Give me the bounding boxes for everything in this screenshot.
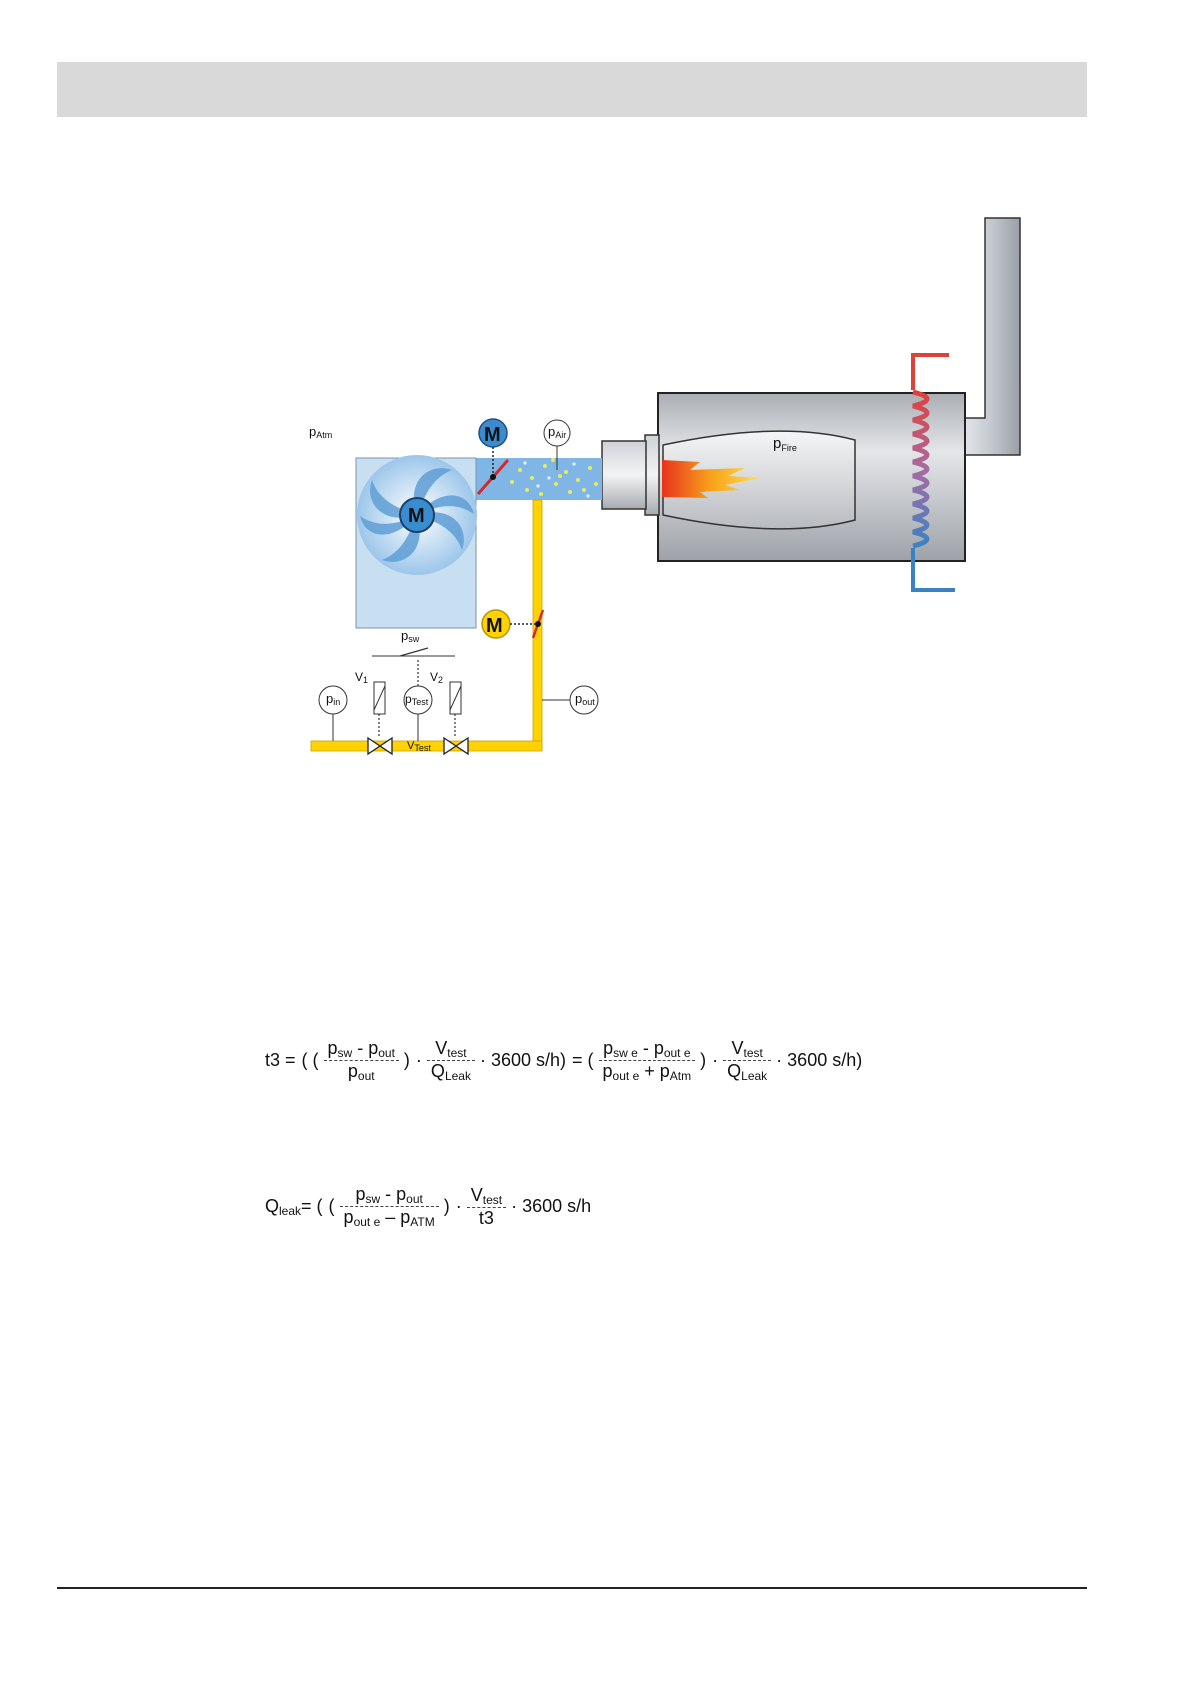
eq2-fraction-pressure: psw - pout pout e – pATM xyxy=(340,1184,439,1229)
footer-rule xyxy=(57,1587,1087,1589)
chimney xyxy=(960,218,1020,455)
equation-qleak: Qleak= ( ( psw - pout pout e – pATM ) · … xyxy=(262,1184,594,1229)
fan-motor-label: M xyxy=(408,505,425,527)
v2-label: V2 xyxy=(430,670,443,685)
eq1-fraction-pressure-effective: psw e - pout e pout e + pAtm xyxy=(599,1038,696,1083)
equation-t3: t3 = ( ( psw - pout pout ) · Vtest QLeak… xyxy=(262,1038,865,1083)
p-atm-label: pAtm xyxy=(309,424,332,440)
p-sw-label: psw xyxy=(401,628,420,644)
burner-nozzle xyxy=(602,441,646,509)
burner-housing xyxy=(645,435,659,515)
eq1-lhs: t3 = xyxy=(265,1050,296,1071)
eq1-open: ( ( xyxy=(302,1050,319,1071)
eq2-fraction-volume: Vtest t3 xyxy=(467,1185,506,1229)
eq1-fraction-volume-2: Vtest QLeak xyxy=(723,1038,771,1083)
v1-label: V1 xyxy=(355,670,368,685)
air-duct xyxy=(356,455,602,628)
air-damper-motor-label: M xyxy=(484,424,501,446)
eq2-lhs: Qleak= ( xyxy=(265,1196,323,1218)
eq1-fraction-volume: Vtest QLeak xyxy=(427,1038,475,1083)
gas-damper-motor-label: M xyxy=(486,615,503,637)
eq1-fraction-pressure: psw - pout pout xyxy=(324,1038,399,1083)
